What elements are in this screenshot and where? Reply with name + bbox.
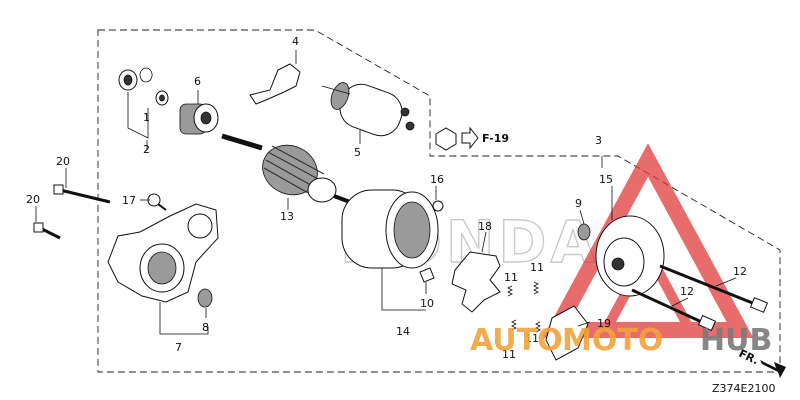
svg-text:MOTO: MOTO [562, 323, 663, 358]
arrow-right-icon [760, 360, 786, 378]
part-8-bushing [197, 288, 213, 308]
reference-label: F-19 [482, 132, 509, 145]
callout-17: 17 [122, 194, 136, 207]
callout-3: 3 [595, 134, 602, 147]
part-19-plate [545, 305, 589, 361]
callout-15: 15 [599, 173, 613, 186]
part-10-clip [419, 267, 435, 283]
svg-text:HUB: HUB [700, 323, 772, 358]
leader-lines [35, 50, 737, 335]
callout-18: 18 [478, 220, 492, 233]
assembly-boundary [97, 29, 781, 373]
part-16-nut [432, 200, 444, 212]
callout-20a: 20 [56, 155, 70, 168]
svg-text:AUTO: AUTO [470, 323, 563, 358]
callout-10: 10 [420, 297, 434, 310]
callout-4: 4 [292, 35, 299, 48]
callout-9: 9 [575, 197, 582, 210]
part-13-armature [221, 133, 351, 204]
callout-7: 7 [175, 341, 182, 354]
part-4-shift-lever [249, 63, 301, 105]
callout-16: 16 [430, 173, 444, 186]
callout-12b: 12 [680, 285, 694, 298]
diagram-code: Z374E2100 [712, 382, 775, 395]
part-15-end-cover [577, 215, 665, 297]
callout-20b: 20 [26, 193, 40, 206]
callout-5: 5 [354, 146, 361, 159]
callout-12a: 12 [733, 265, 747, 278]
callout-11b: 11 [530, 261, 544, 274]
callout-11a: 11 [504, 271, 518, 284]
part-11-springs [507, 281, 541, 333]
part-14-yoke [341, 189, 439, 269]
callout-13: 13 [280, 210, 294, 223]
part-12-through-bolts [631, 264, 769, 332]
reference-f19[interactable]: F-19 [435, 126, 509, 151]
callout-19: 19 [597, 317, 611, 330]
part-6-pinion-gear [179, 103, 219, 135]
part-17-bolt [147, 193, 167, 211]
callout-2: 2 [143, 143, 150, 156]
part-20-bolts [33, 184, 111, 240]
callout-numbers: 1 2 3 4 5 6 7 8 9 10 11 11 11 11 12 12 1… [26, 35, 747, 361]
callout-14: 14 [396, 325, 410, 338]
part-7-front-housing [107, 203, 219, 303]
callout-11d: 11 [502, 348, 516, 361]
callout-8: 8 [202, 321, 209, 334]
watermark-text: AUTO MOTO HUB [470, 323, 772, 358]
callout-11c: 11 [525, 332, 539, 345]
part-18-brush-holder [451, 251, 501, 313]
part-5-solenoid [330, 82, 415, 137]
part-1-seal [118, 67, 169, 106]
callout-1: 1 [143, 111, 150, 124]
callout-6: 6 [194, 75, 201, 88]
